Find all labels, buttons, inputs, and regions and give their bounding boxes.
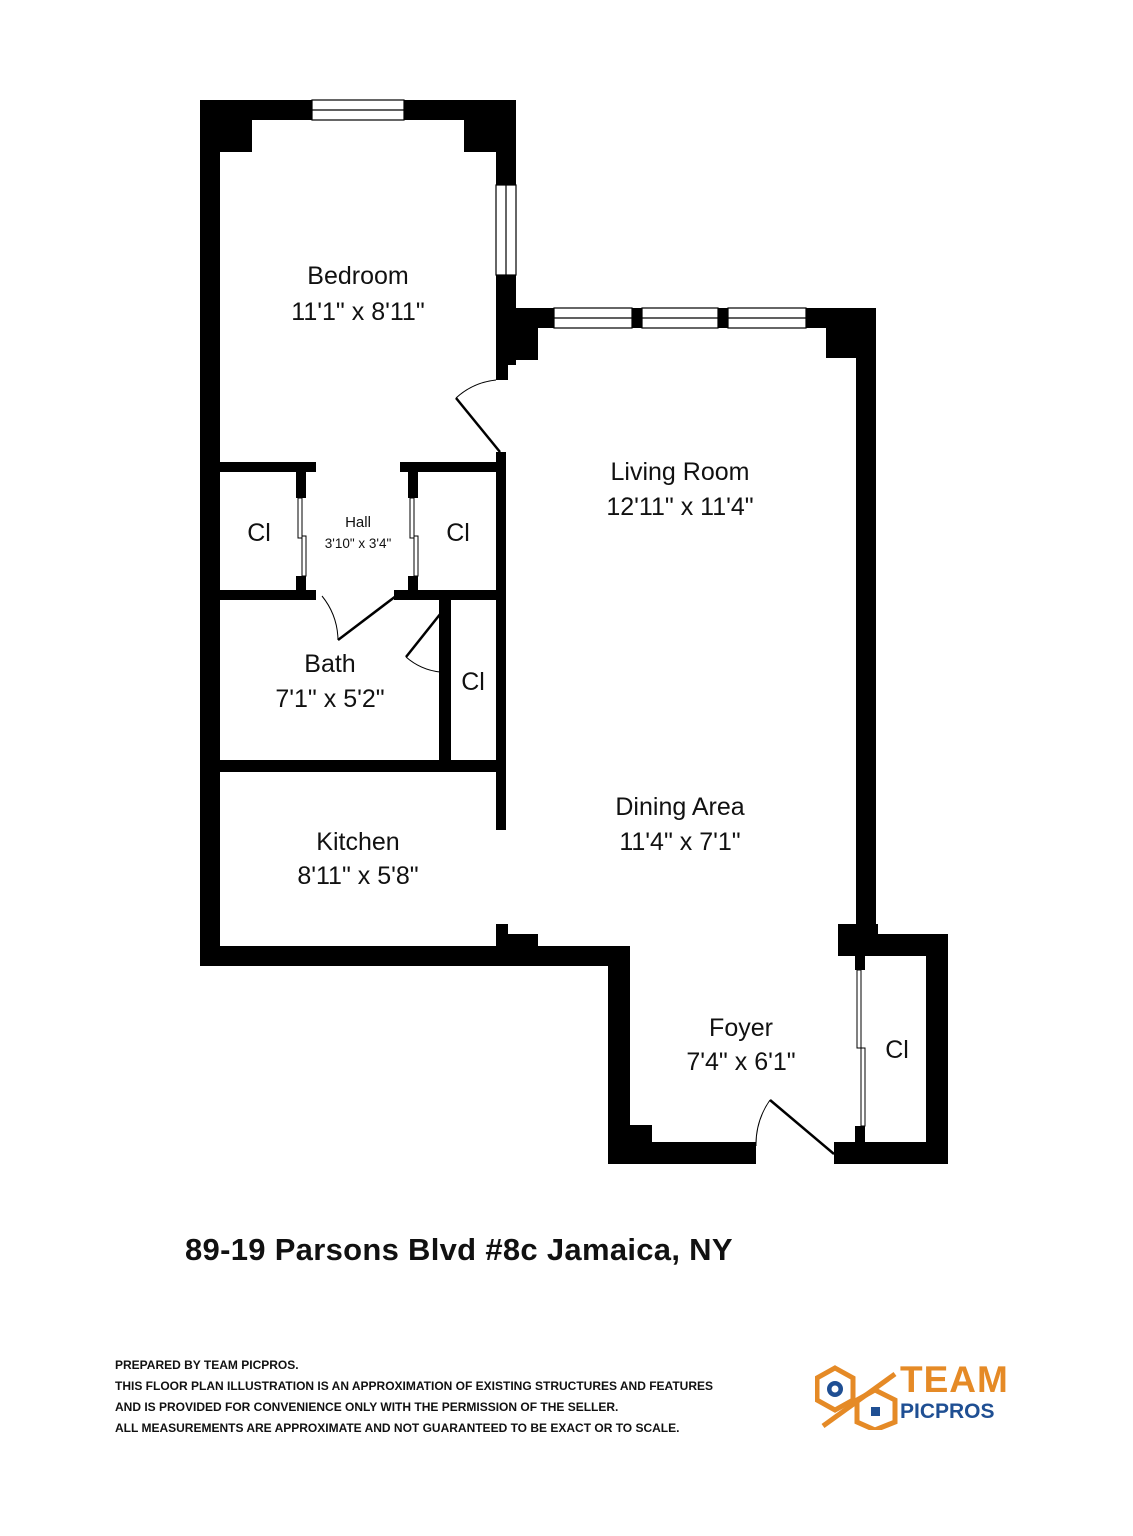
wall-living-east <box>856 308 876 936</box>
wall-bedroom-east-upper <box>496 100 516 185</box>
closet-jamb <box>855 956 865 970</box>
pier <box>508 328 538 360</box>
wall-closet-bottom <box>394 590 496 600</box>
pier <box>464 120 496 152</box>
wall-foyer-closet-east <box>926 934 948 1164</box>
door-bath-closet <box>405 607 446 658</box>
closet-right-label: Cl <box>446 519 470 547</box>
wall-closet-top <box>220 462 316 472</box>
dining-area-dims: 11'4" x 7'1" <box>619 828 740 856</box>
property-address: 89-19 Parsons Blvd #8c Jamaica, NY <box>185 1232 733 1267</box>
pier <box>630 1125 652 1143</box>
kitchen-name: Kitchen <box>316 828 399 856</box>
logo-team-text: TEAM <box>900 1359 1009 1400</box>
door-bedroom <box>455 397 501 453</box>
wall-closet-top <box>400 462 496 472</box>
wall-foyer-west <box>608 946 630 1164</box>
room-labels: Bedroom 11'1" x 8'11" Living Room 12'11"… <box>247 262 909 1076</box>
closet-foyer-label: Cl <box>885 1036 909 1064</box>
wall-foyer-closet-north <box>856 934 948 956</box>
bedroom-dims: 11'1" x 8'11" <box>291 298 424 326</box>
wall-bedroom-door-jamb <box>496 355 508 380</box>
disclaimer-line: PREPARED BY TEAM PICPROS. <box>115 1358 299 1372</box>
hall-dims: 3'10" x 3'4" <box>325 536 392 551</box>
sliding-door <box>860 1047 866 1127</box>
sliding-door <box>409 497 415 539</box>
walls <box>200 100 948 1164</box>
windows <box>311 99 807 329</box>
disclaimer-line: AND IS PROVIDED FOR CONVENIENCE ONLY WIT… <box>115 1400 619 1414</box>
kitchen-jamb <box>508 934 538 946</box>
living-room-name: Living Room <box>611 458 750 486</box>
closet-jamb <box>296 472 306 498</box>
foyer-name: Foyer <box>709 1014 773 1042</box>
door-hinge <box>440 600 450 610</box>
closet-jamb <box>855 1126 865 1142</box>
door-entry <box>769 1099 835 1155</box>
dining-area-name: Dining Area <box>615 793 744 821</box>
living-room-dims: 12'11" x 11'4" <box>606 493 753 521</box>
pier <box>220 120 252 152</box>
wall-foyer-south-east <box>834 1142 948 1164</box>
closet-jamb <box>408 576 418 590</box>
wall-interior-partition <box>496 452 506 830</box>
disclaimer-line: ALL MEASUREMENTS ARE APPROXIMATE AND NOT… <box>115 1421 680 1435</box>
team-picpros-logo: TEAM PICPROS <box>814 1359 1020 1433</box>
logo-mark-icon <box>814 1365 898 1433</box>
kitchen-dims: 8'11" x 5'8" <box>297 862 418 890</box>
swing-doors <box>321 379 835 1155</box>
sliding-door <box>413 535 419 577</box>
door-bath-arc <box>321 595 339 641</box>
closet-jamb <box>296 576 306 590</box>
disclaimer-line: THIS FLOOR PLAN ILLUSTRATION IS AN APPRO… <box>115 1379 714 1393</box>
wall-kitchen-south <box>200 946 630 966</box>
closet-bath-label: Cl <box>461 668 485 696</box>
door-bath <box>337 595 397 641</box>
wall-bath-closet <box>439 600 451 762</box>
foyer-dims: 7'4" x 6'1" <box>686 1048 795 1076</box>
bedroom-name: Bedroom <box>307 262 408 290</box>
closet-jamb <box>408 472 418 498</box>
logo-picpros-text: PICPROS <box>900 1400 995 1423</box>
door-bath-closet-arc <box>405 656 441 673</box>
closet-left-label: Cl <box>247 519 271 547</box>
door-bedroom-arc <box>455 379 497 399</box>
disclaimer: PREPARED BY TEAM PICPROS. THIS FLOOR PLA… <box>115 1355 713 1439</box>
sliding-door <box>297 497 303 539</box>
kitchen-jamb <box>496 924 508 946</box>
bath-name: Bath <box>304 650 355 678</box>
bath-dims: 7'1" x 5'2" <box>275 685 384 713</box>
pier <box>826 328 856 358</box>
door-entry-arc <box>755 1099 771 1147</box>
hall-name: Hall <box>345 514 371 531</box>
wall-foyer-south <box>608 1142 756 1164</box>
wall-west <box>200 100 220 966</box>
sliding-door <box>856 969 862 1049</box>
wall-bath-kitchen <box>220 760 500 772</box>
wall-closet-bottom <box>220 590 316 600</box>
sliding-door <box>301 535 307 577</box>
sliding-doors <box>297 497 866 1127</box>
